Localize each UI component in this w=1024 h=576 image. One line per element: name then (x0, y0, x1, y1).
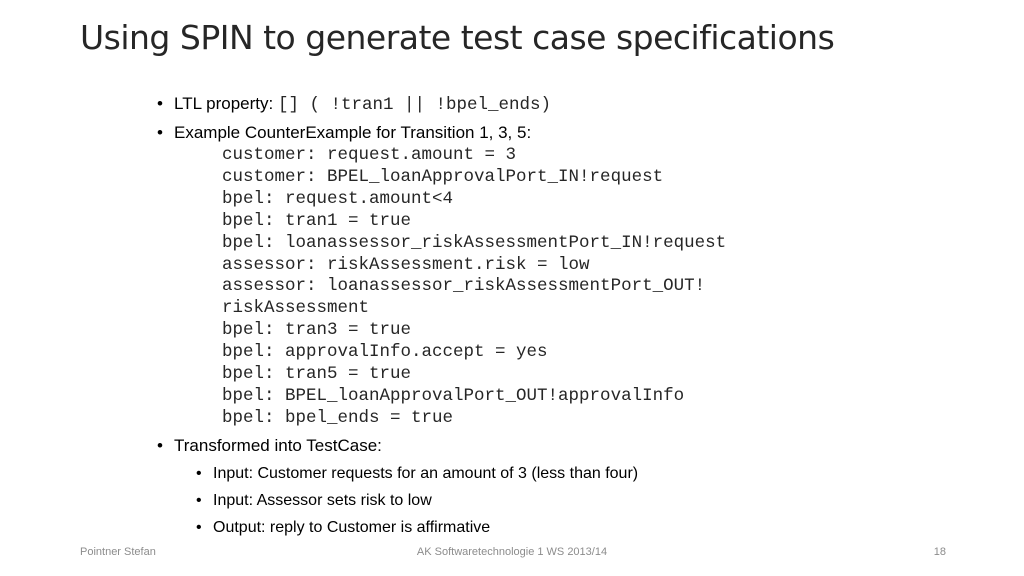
code-line: customer: BPEL_loanApprovalPort_IN!reque… (222, 166, 664, 187)
footer-author: Pointner Stefan (80, 546, 156, 558)
code-line: bpel: request.amount<4 (222, 188, 454, 209)
code-line: bpel: loanassessor_riskAssessmentPort_IN… (222, 232, 727, 253)
code-line: riskAssessment (222, 298, 370, 319)
ltl-formula: [] ( !tran1 || !bpel_ends) (277, 95, 551, 115)
bullet-label: Example CounterExample for Transition 1,… (174, 123, 532, 142)
footer-course: AK Softwaretechnologie 1 WS 2013/14 (416, 546, 608, 558)
bullet-counterexample: Example CounterExample for Transition 1,… (157, 121, 997, 145)
bullet-transformed-testcase: Transformed into TestCase: (157, 434, 997, 458)
code-line: bpel: bpel_ends = true (222, 407, 454, 428)
sub-bullet: Input: Customer requests for an amount o… (196, 462, 997, 485)
bullet-label: Transformed into TestCase: (174, 435, 382, 455)
code-line: assessor: loanassessor_riskAssessmentPor… (222, 276, 706, 297)
code-line: bpel: approvalInfo.accept = yes (222, 342, 548, 363)
code-line: bpel: tran5 = true (222, 364, 412, 385)
slide-title: Using SPIN to generate test case specifi… (80, 18, 835, 57)
bullet-label: LTL property: (174, 94, 278, 113)
code-line: bpel: tran3 = true (222, 320, 412, 341)
code-line: bpel: tran1 = true (222, 210, 412, 231)
code-line: customer: request.amount = 3 (222, 145, 517, 165)
code-line: bpel: BPEL_loanApprovalPort_OUT!approval… (222, 385, 685, 406)
slide-content: LTL property: [] ( !tran1 || !bpel_ends)… (157, 92, 997, 539)
sub-bullet: Input: Assessor sets risk to low (196, 489, 997, 512)
code-line: assessor: riskAssessment.risk = low (222, 254, 590, 275)
footer-page-number: 18 (933, 546, 946, 558)
bullet-ltl-property: LTL property: [] ( !tran1 || !bpel_ends) (157, 92, 997, 117)
sub-bullet: Output: reply to Customer is affirmative (196, 516, 997, 539)
